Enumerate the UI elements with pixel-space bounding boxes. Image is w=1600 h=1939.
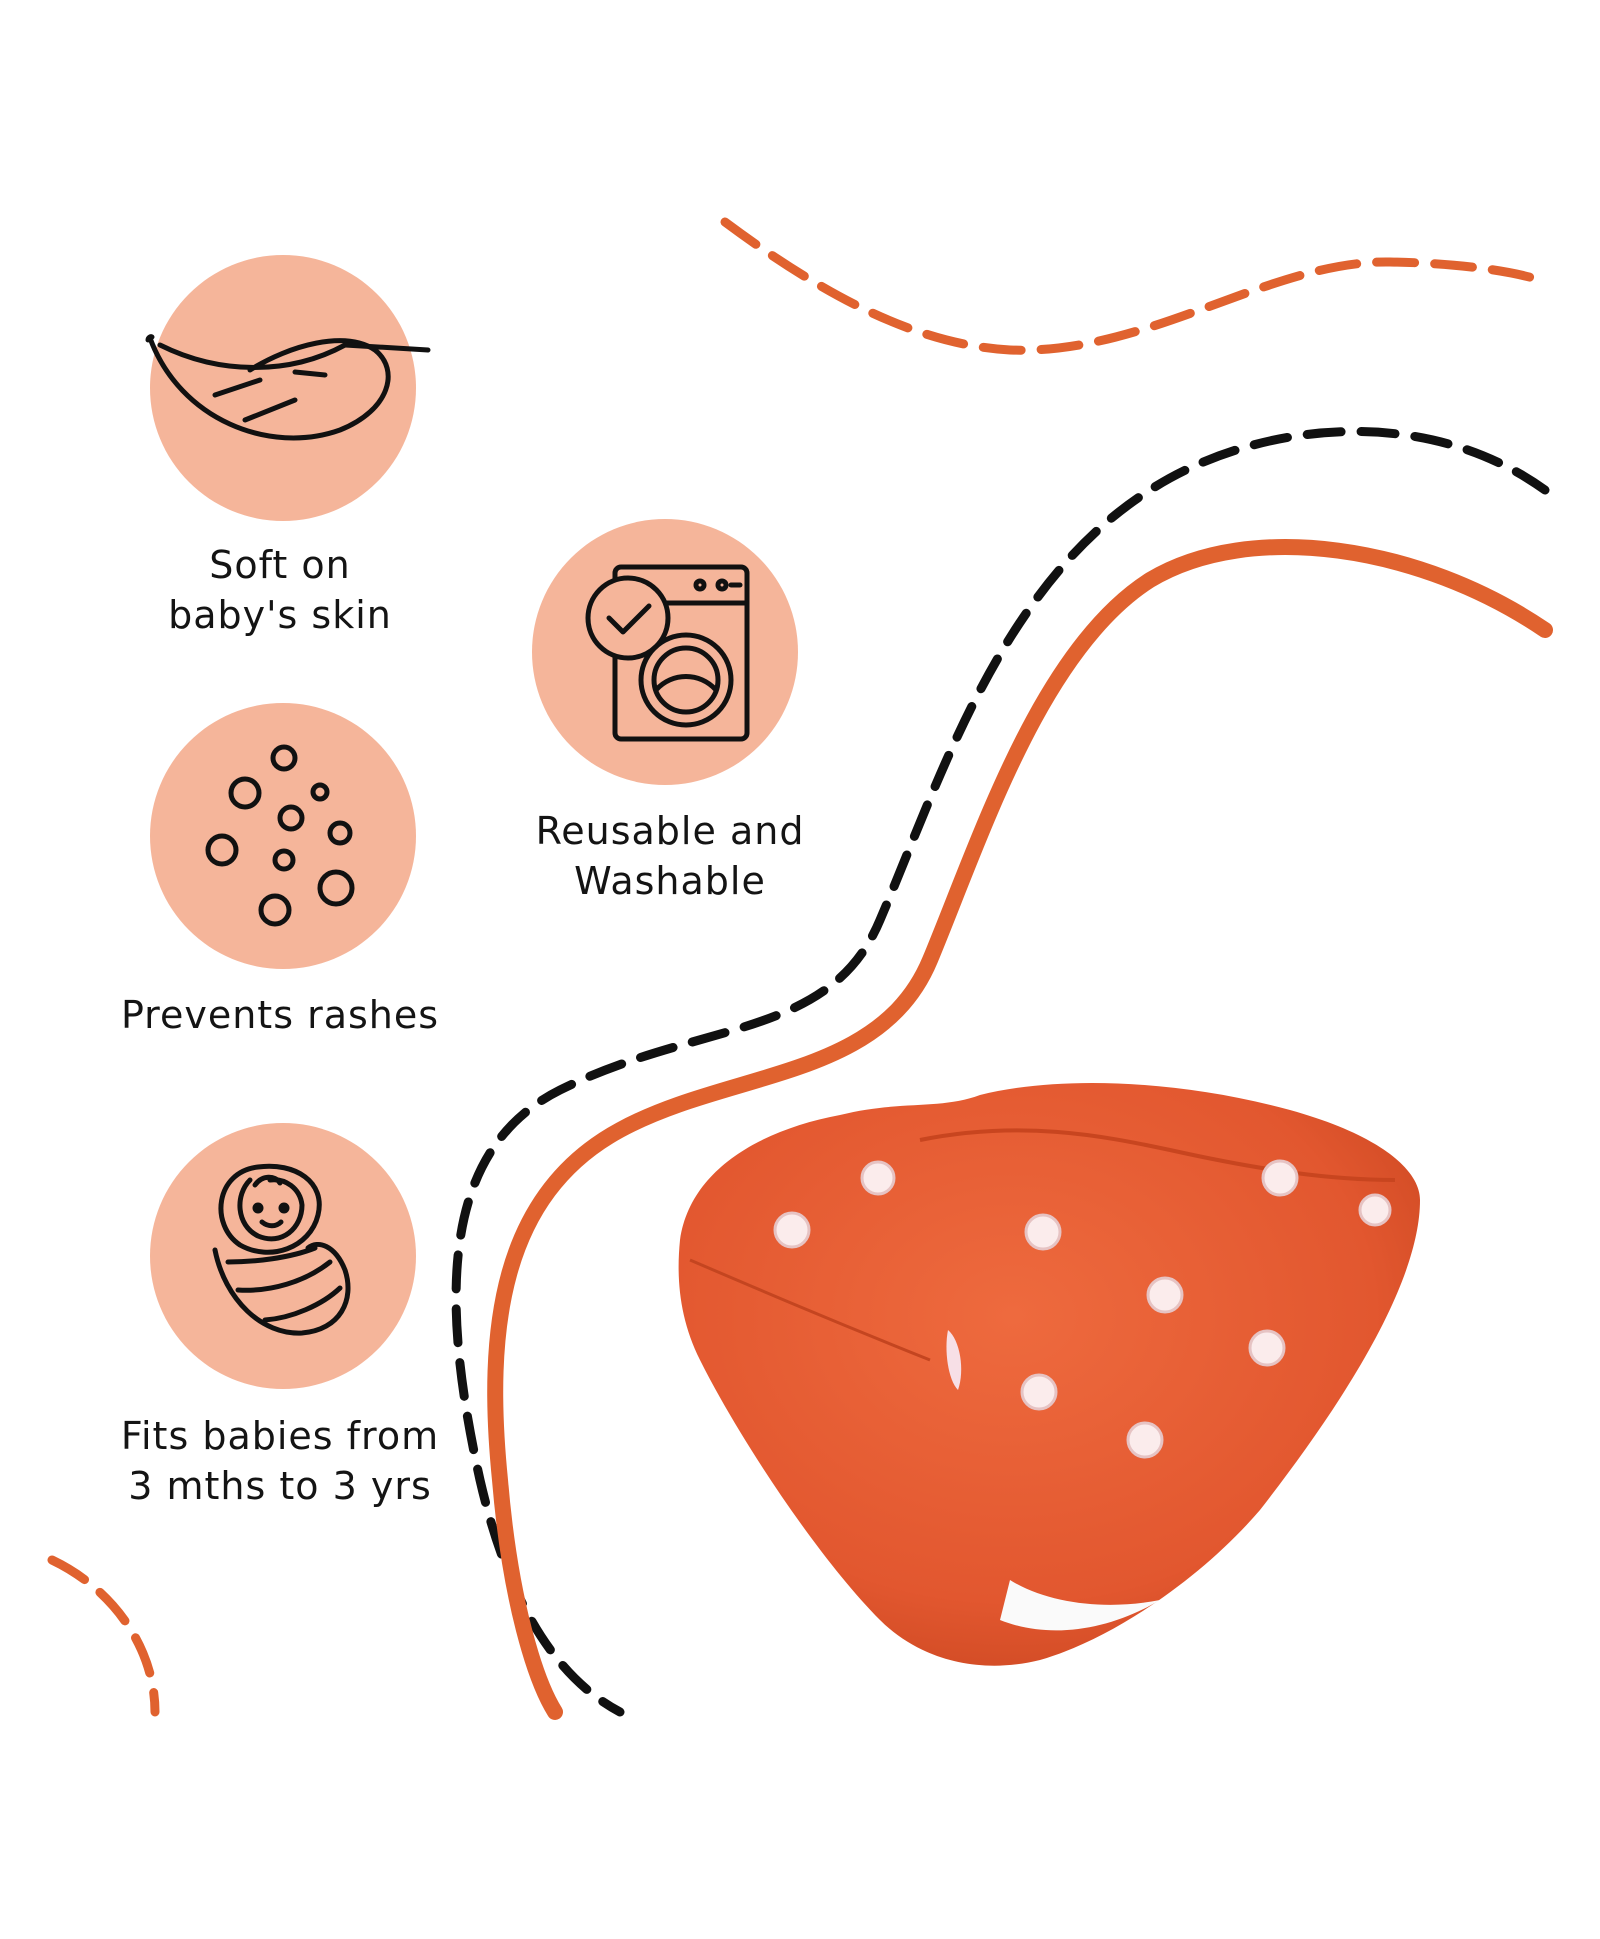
feature-label-line: Washable <box>574 859 766 903</box>
feature-label-line: Prevents rashes <box>120 993 440 1037</box>
snap-button <box>860 1160 896 1196</box>
black-dashed-wave <box>451 427 1550 1717</box>
diaper-side-fold <box>689 1258 931 1362</box>
feature-circle <box>150 255 416 521</box>
feature-label-reusable-washable: Reusable and Washable <box>500 806 840 906</box>
snap-button <box>1126 1421 1164 1459</box>
orange-dashed-arc-bottom <box>47 1555 160 1717</box>
washing-machine-icon <box>585 564 750 742</box>
feature-label-soft-skin: Soft on baby's skin <box>130 540 430 640</box>
snap-button <box>1261 1159 1299 1197</box>
feature-prevents-rashes <box>150 703 416 969</box>
snap-button <box>1024 1213 1062 1251</box>
feature-label-fits-babies: Fits babies from 3 mths to 3 yrs <box>80 1411 480 1511</box>
diaper-body <box>678 1083 1420 1666</box>
orange-solid-wave <box>487 539 1553 1720</box>
feature-circle <box>150 703 416 969</box>
diaper-inner-left <box>946 1330 962 1390</box>
snap-button <box>1020 1373 1058 1411</box>
snap-button <box>1248 1329 1286 1367</box>
diaper-snaps <box>773 1159 1392 1459</box>
feather-icon <box>145 334 431 441</box>
feature-circle <box>532 519 798 785</box>
bubbles-icon <box>205 744 355 927</box>
feature-label-line: Reusable and <box>535 809 805 853</box>
diaper-leg-edge <box>1000 1580 1160 1631</box>
feature-label-prevents-rashes: Prevents rashes <box>80 990 480 1040</box>
feature-fits-babies <box>150 1123 416 1389</box>
feature-label-line: 3 mths to 3 yrs <box>128 1464 432 1508</box>
orange-dashed-wave-top <box>720 217 1550 355</box>
feature-label-line: baby's skin <box>168 593 392 637</box>
cloth-diaper-image <box>678 1083 1420 1666</box>
feature-label-line: Soft on <box>209 543 351 587</box>
feature-label-line: Fits babies from <box>120 1414 440 1458</box>
diaper-front-flap <box>919 1128 1396 1182</box>
feature-reusable-washable <box>532 519 798 785</box>
snap-button <box>1146 1276 1184 1314</box>
feature-soft-skin <box>145 255 431 521</box>
snap-button <box>773 1211 811 1249</box>
swaddled-baby-icon <box>212 1163 351 1336</box>
snap-button <box>1358 1193 1392 1227</box>
